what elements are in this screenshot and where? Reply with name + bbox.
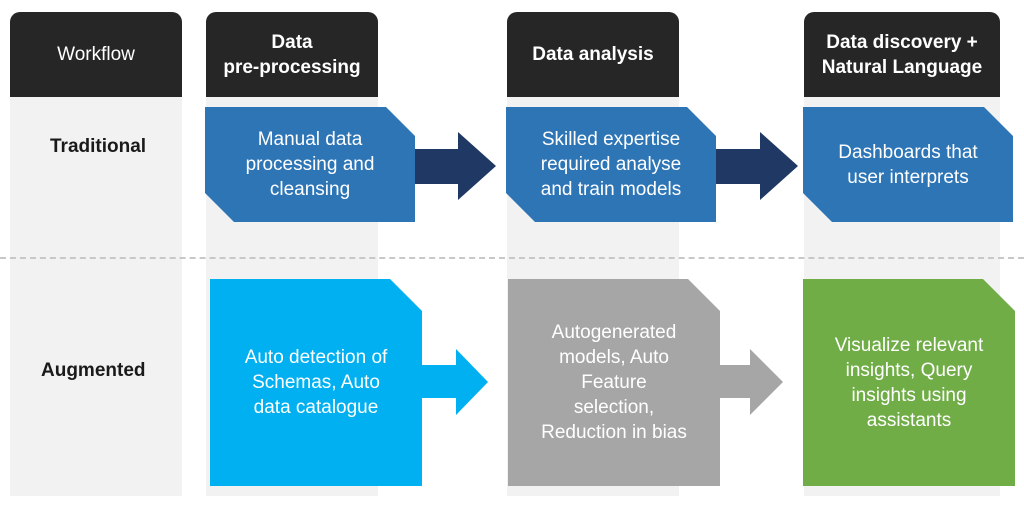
trad-discovery-line2: user interprets: [847, 166, 969, 188]
trad-preprocessing-line2: processing and: [245, 154, 375, 175]
row-label-traditional: Traditional: [50, 136, 147, 157]
aug-analysis-line4: selection,: [573, 397, 655, 418]
trad-arrow-2: [715, 132, 798, 200]
header-discovery-line1: Data discovery +: [826, 31, 978, 53]
aug-preprocessing-line2: Schemas, Auto: [252, 372, 380, 393]
header-discovery-line2: Natural Language: [821, 56, 983, 78]
aug-arrow-1: [420, 349, 488, 415]
aug-preprocessing-box: Auto detection of Schemas, Auto data cat…: [210, 279, 422, 486]
header-analysis: Data analysis: [507, 12, 679, 97]
aug-preprocessing-line1: Auto detection of: [244, 347, 388, 368]
aug-analysis-line2: models, Auto: [559, 347, 669, 368]
header-preprocessing-line1: Data: [271, 31, 313, 53]
trad-analysis-line1: Skilled expertise: [541, 129, 681, 150]
aug-analysis-box: Autogenerated models, Auto Feature selec…: [508, 279, 720, 486]
aug-discovery-box: Visualize relevant insights, Query insig…: [803, 279, 1015, 486]
header-discovery: Data discovery + Natural Language: [804, 12, 1000, 97]
aug-arrow-2: [718, 349, 783, 415]
aug-analysis-line5: Reduction in bias: [541, 422, 687, 443]
header-workflow: Workflow: [10, 12, 182, 97]
trad-preprocessing-line1: Manual data: [257, 129, 363, 150]
trad-preprocessing-box: Manual data processing and cleansing: [205, 107, 415, 222]
aug-discovery-line4: assistants: [866, 409, 952, 431]
row-divider: [0, 257, 1024, 259]
trad-analysis-line2: required analyse: [540, 154, 682, 175]
header-preprocessing-line2: pre-processing: [223, 56, 361, 78]
aug-preprocessing-line3: data catalogue: [253, 397, 379, 418]
trad-discovery-box: Dashboards that user interprets: [803, 107, 1013, 222]
aug-analysis-line3: Feature: [581, 372, 647, 393]
aug-analysis-line1: Autogenerated: [551, 322, 677, 343]
trad-analysis-line3: and train models: [540, 179, 682, 200]
header-analysis-label: Data analysis: [532, 44, 654, 65]
row-label-augmented: Augmented: [41, 360, 146, 381]
trad-analysis-box: Skilled expertise required analyse and t…: [506, 107, 716, 222]
workflow-column-bg: [10, 90, 182, 496]
aug-discovery-line2: insights, Query: [845, 359, 973, 381]
aug-discovery-line3: insights using: [851, 384, 967, 406]
trad-arrow-1: [414, 132, 496, 200]
aug-discovery-line1: Visualize relevant: [834, 334, 984, 356]
header-preprocessing: Data pre-processing: [206, 12, 378, 97]
trad-preprocessing-line3: cleansing: [269, 179, 351, 200]
header-workflow-label: Workflow: [57, 44, 135, 65]
trad-discovery-line1: Dashboards that: [838, 141, 978, 163]
